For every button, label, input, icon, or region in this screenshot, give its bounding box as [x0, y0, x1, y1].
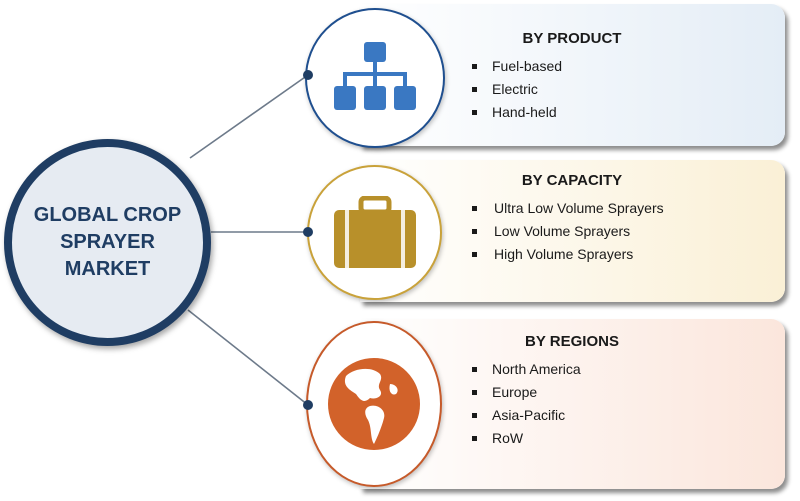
segment-title-regions: BY REGIONS — [525, 333, 619, 350]
central-hub: GLOBAL CROP SPRAYER MARKET — [4, 139, 211, 346]
regions-icon-circle — [306, 321, 442, 487]
hub-title: GLOBAL CROP SPRAYER MARKET — [33, 204, 182, 280]
connector-dot-capacity — [303, 227, 313, 237]
segment-list-capacity: Ultra Low Volume Sprayers Low Volume Spr… — [472, 197, 785, 266]
list-item: Hand-held — [472, 101, 785, 124]
segment-card-product: BY PRODUCT Fuel-based Electric Hand-held — [360, 4, 785, 146]
list-item: RoW — [472, 427, 785, 450]
segment-title-product: BY PRODUCT — [522, 30, 622, 47]
list-item: North America — [472, 358, 785, 381]
list-item: Asia-Pacific — [472, 404, 785, 427]
connector-line-regions — [187, 309, 309, 406]
segment-list-product: Fuel-based Electric Hand-held — [472, 55, 785, 124]
globe-icon — [328, 358, 420, 450]
list-item: Ultra Low Volume Sprayers — [472, 197, 785, 220]
capacity-icon-circle — [307, 165, 442, 300]
connector-dot-product — [303, 70, 313, 80]
list-item: Europe — [472, 381, 785, 404]
list-item: Fuel-based — [472, 55, 785, 78]
connector-line-product — [189, 74, 309, 159]
product-icon-circle — [305, 8, 445, 148]
segment-title-capacity: BY CAPACITY — [521, 172, 623, 189]
connector-dot-regions — [303, 400, 313, 410]
suitcase-icon — [333, 195, 416, 268]
segment-card-capacity: BY CAPACITY Ultra Low Volume Sprayers Lo… — [360, 160, 785, 302]
list-item: High Volume Sprayers — [472, 243, 785, 266]
segment-list-regions: North America Europe Asia-Pacific RoW — [472, 358, 785, 450]
list-item: Electric — [472, 78, 785, 101]
list-item: Low Volume Sprayers — [472, 220, 785, 243]
hierarchy-icon — [334, 42, 416, 110]
